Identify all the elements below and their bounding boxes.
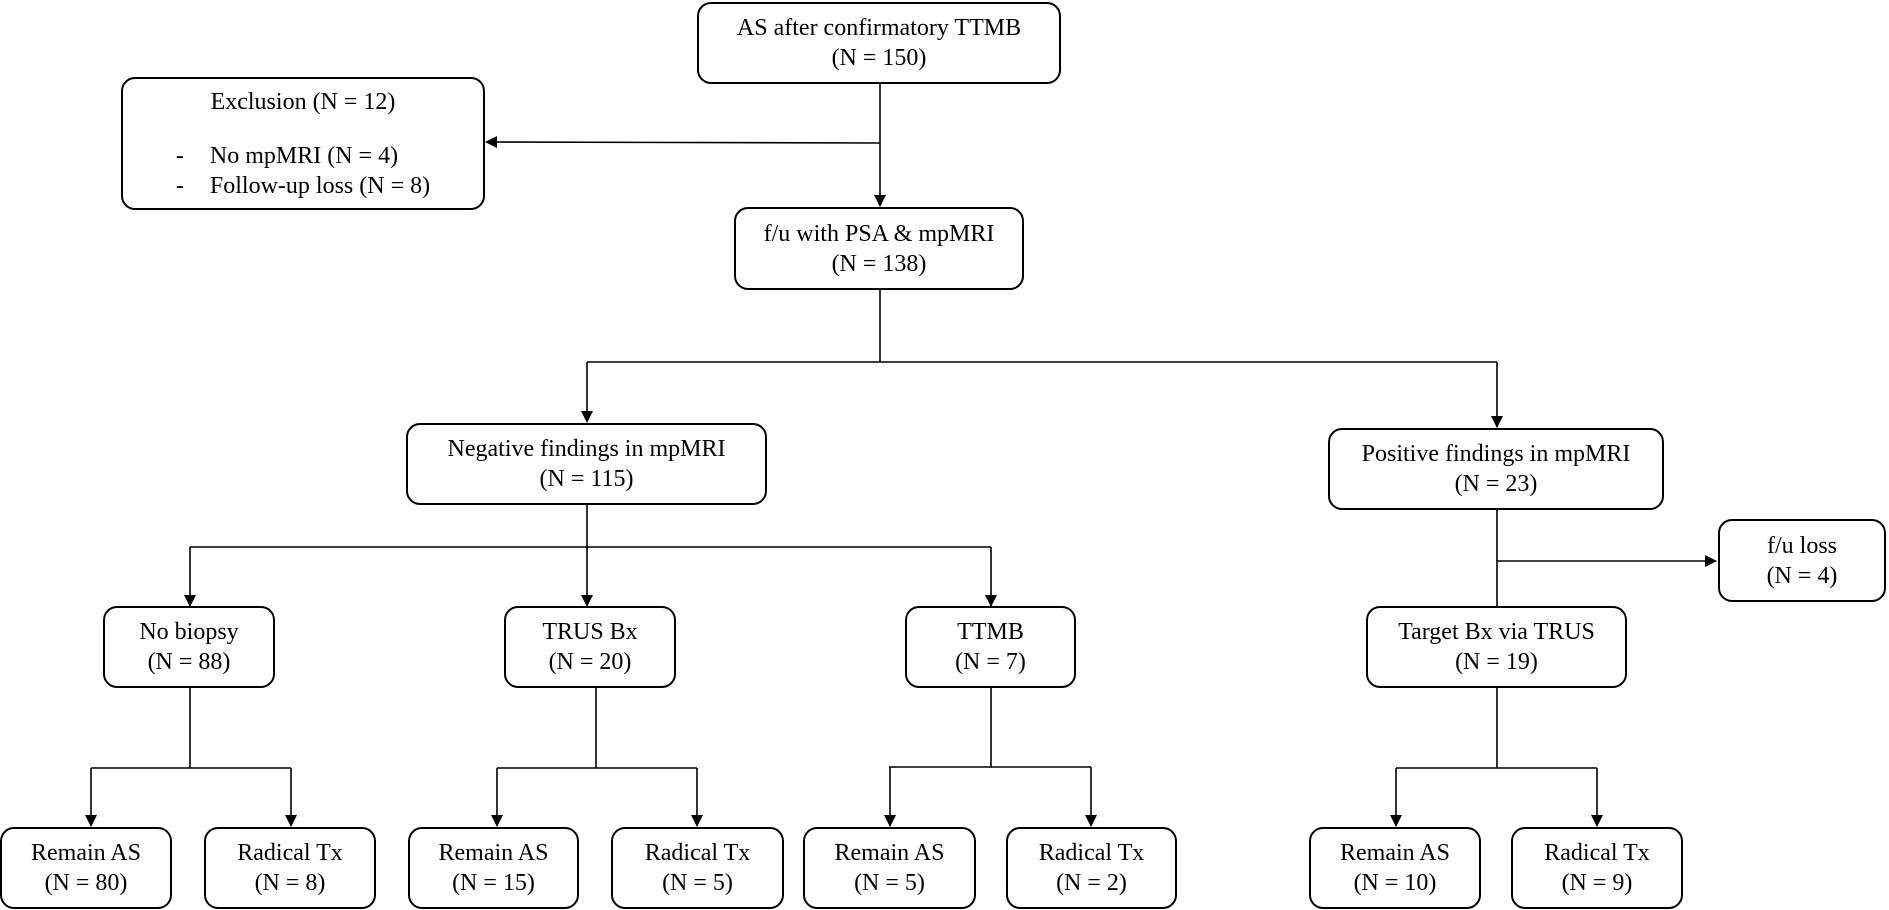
exclusion-item: -Follow-up loss (N = 8): [175, 173, 431, 199]
root-count: (N = 150): [831, 45, 927, 71]
trus-remain-box: Remain AS (N = 15): [408, 827, 579, 909]
outcome-title: Radical Tx: [1544, 840, 1650, 866]
root-box: AS after confirmatory TTMB (N = 150): [697, 2, 1061, 84]
outcome-title: Remain AS: [834, 840, 945, 866]
negative-count: (N = 115): [539, 466, 634, 492]
followup-box: f/u with PSA & mpMRI (N = 138): [734, 207, 1024, 290]
outcome-count: (N = 2): [1056, 870, 1127, 896]
trus-bx-count: (N = 20): [548, 649, 632, 675]
fu-loss-count: (N = 4): [1766, 562, 1838, 589]
outcome-title: Remain AS: [438, 840, 549, 866]
trus-bx-title: TRUS Bx: [542, 619, 638, 645]
outcome-count: (N = 10): [1353, 870, 1437, 896]
outcome-count: (N = 80): [44, 870, 128, 896]
outcome-count: (N = 9): [1561, 870, 1633, 896]
ttmb-radical-box: Radical Tx (N = 2): [1006, 827, 1177, 909]
outcome-count: (N = 5): [662, 870, 733, 896]
target-bx-title: Target Bx via TRUS: [1398, 619, 1595, 645]
no-biopsy-title: No biopsy: [139, 619, 239, 645]
outcome-title: Radical Tx: [237, 840, 343, 866]
followup-count: (N = 138): [831, 250, 927, 277]
trus-bx-box: TRUS Bx (N = 20): [504, 606, 676, 688]
ttmb-count: (N = 7): [955, 649, 1026, 675]
target-remain-box: Remain AS (N = 10): [1309, 827, 1481, 909]
ttmb-box: TTMB (N = 7): [905, 606, 1076, 688]
ttmb-title: TTMB: [957, 619, 1024, 645]
exclusion-item: -No mpMRI (N = 4): [175, 143, 399, 169]
no-biopsy-remain-box: Remain AS (N = 80): [0, 827, 172, 909]
outcome-count: (N = 5): [854, 870, 925, 896]
outcome-title: Remain AS: [1339, 840, 1450, 866]
positive-title: Positive findings in mpMRI: [1361, 441, 1631, 467]
target-radical-box: Radical Tx (N = 9): [1511, 827, 1683, 909]
positive-findings-box: Positive findings in mpMRI (N = 23): [1328, 428, 1664, 510]
outcome-title: Radical Tx: [1038, 840, 1145, 866]
followup-title: f/u with PSA & mpMRI: [763, 220, 995, 247]
exclusion-box: Exclusion (N = 12) -No mpMRI (N = 4) -Fo…: [121, 77, 485, 210]
exclusion-title: Exclusion (N = 12): [210, 89, 396, 115]
negative-findings-box: Negative findings in mpMRI (N = 115): [406, 423, 767, 505]
outcome-count: (N = 15): [452, 870, 535, 896]
root-title: AS after confirmatory TTMB: [736, 15, 1022, 41]
fu-loss-title: f/u loss: [1766, 532, 1837, 559]
negative-title: Negative findings in mpMRI: [447, 436, 726, 462]
outcome-title: Radical Tx: [644, 840, 751, 866]
outcome-title: Remain AS: [30, 840, 141, 866]
exclusion-list: -No mpMRI (N = 4) -Follow-up loss (N = 8…: [176, 141, 430, 201]
outcome-count: (N = 8): [254, 870, 326, 896]
positive-count: (N = 23): [1454, 471, 1538, 497]
fu-loss-box: f/u loss (N = 4): [1718, 519, 1886, 602]
no-biopsy-count: (N = 88): [147, 649, 231, 675]
ttmb-remain-box: Remain AS (N = 5): [803, 827, 976, 909]
target-bx-count: (N = 19): [1455, 649, 1538, 675]
no-biopsy-radical-box: Radical Tx (N = 8): [204, 827, 376, 909]
trus-radical-box: Radical Tx (N = 5): [611, 827, 784, 909]
arrow-to-exclusion: [485, 136, 881, 149]
target-bx-box: Target Bx via TRUS (N = 19): [1366, 606, 1627, 688]
no-biopsy-box: No biopsy (N = 88): [103, 606, 275, 688]
